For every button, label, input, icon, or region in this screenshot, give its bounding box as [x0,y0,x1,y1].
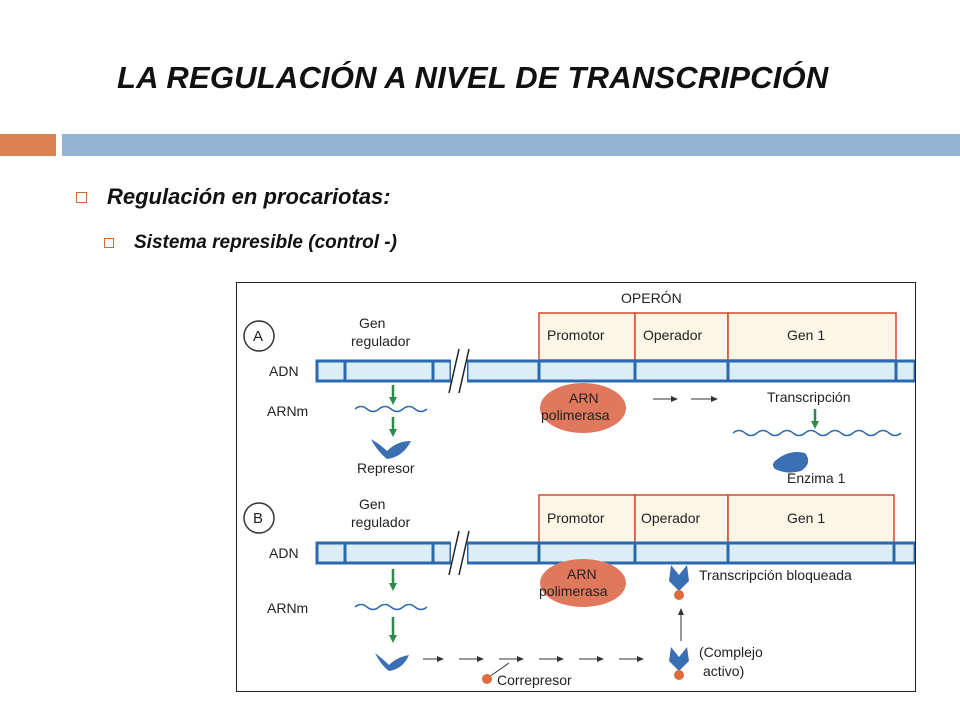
arn-polimerasa-a-line1: ARN [569,390,599,406]
promotor-box-b [538,494,636,544]
dna-strand-a-left [315,359,453,383]
mrna-wave-a [354,405,428,413]
gen-regulador-a-line2: regulador [351,333,410,349]
gen-regulador-b-line1: Gen [359,496,385,512]
bullet-level-1: Regulación en procariotas: [76,184,391,210]
bullet-text-sistema: Sistema represible (control -) [134,232,397,253]
active-complex-icon [669,647,689,671]
panel-a-circle [243,320,275,352]
inactive-represor-icon [375,653,409,671]
mrna-wave-b [354,603,428,611]
arn-polimerasa-b-line1: ARN [567,566,597,582]
gen-regulador-a-line1: Gen [359,315,385,331]
panel-a: A Gen regulador Promotor Operador Gen 1 … [243,312,915,486]
operador-box-a [634,312,729,361]
gen1-label-b: Gen 1 [787,510,825,526]
panel-a-letter: A [253,328,263,345]
arn-polimerasa-blob-b [540,559,626,607]
arn-polimerasa-a-line2: polimerasa [541,407,610,423]
arnm-label-a: ARNm [267,403,308,419]
complejo-activo-line1: (Complejo [699,644,763,660]
square-bullet-icon [104,238,114,248]
transcripcion-bloqueada-label: Transcripción bloqueada [699,567,852,583]
slide-title: LA REGULACIÓN A NIVEL DE TRANSCRIPCIÓN [117,60,829,95]
correpresor-icon [482,674,492,684]
promotor-box-a [538,312,636,361]
panel-b-letter: B [253,510,263,527]
gen1-label-a: Gen 1 [787,327,825,343]
enzima-label: Enzima 1 [787,470,846,486]
adn-label-b: ADN [269,545,299,561]
operador-label-a: Operador [643,327,702,343]
transcripcion-label: Transcripción [767,389,851,405]
panel-b: B Gen regulador Promotor Operador Gen 1 … [243,494,915,688]
arnm-label-b: ARNm [267,600,308,616]
dna-strand-b-left [315,541,453,565]
arn-polimerasa-b-line2: polimerasa [539,583,608,599]
gen1-box-a [727,312,897,361]
arn-polimerasa-blob-a [540,383,626,433]
corepressor-join-line [488,662,510,678]
represor-protein-icon [371,439,411,459]
dna-break-a [448,348,460,394]
mrna-wave-transcript [732,429,902,437]
title-accent-bar-blue [62,134,960,156]
promotor-label-b: Promotor [547,510,605,526]
panel-b-circle [243,502,275,534]
represor-label: Represor [357,460,415,476]
gen1-box-b [727,494,895,544]
dna-break-b [448,530,460,576]
dna-strand-a-right [465,359,915,383]
title-accent-bar-orange [0,134,56,156]
bullet-level-2: Sistema represible (control -) [104,232,397,254]
operon-figure: OPERÓN A Gen regulador Promotor Operador… [236,282,916,692]
square-bullet-icon [76,191,87,203]
promotor-label-a: Promotor [547,327,605,343]
adn-label-a: ADN [269,363,299,379]
operador-label-b: Operador [641,510,700,526]
enzima-protein-icon [773,452,809,473]
gen-regulador-b-line2: regulador [351,514,410,530]
operon-label: OPERÓN [621,290,682,306]
complejo-activo-line2: activo) [703,663,744,679]
correpresor-label: Correpresor [497,672,572,688]
bullet-text-regulacion: Regulación en procariotas: [107,184,391,209]
bound-represor-icon [669,565,689,591]
dna-strand-b-right [465,541,915,565]
